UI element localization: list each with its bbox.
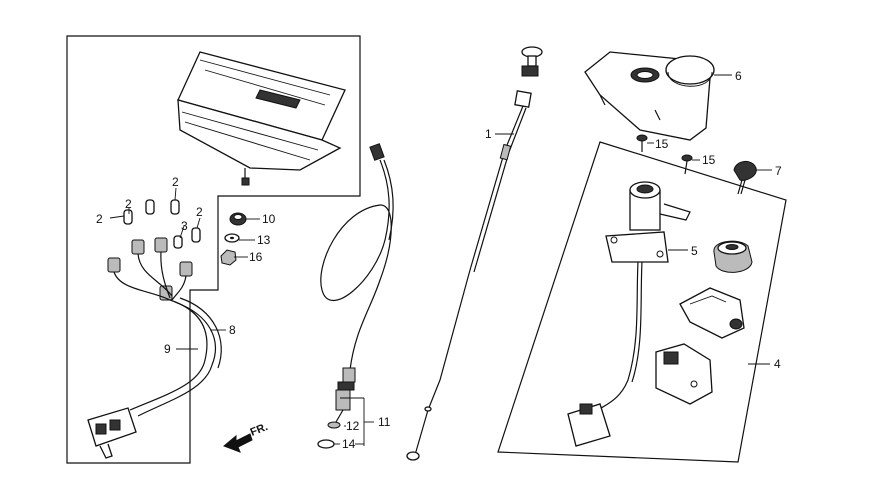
callout-6: 6 — [735, 69, 742, 83]
callout-8: 8 — [229, 323, 236, 337]
leader-lines — [109, 74, 772, 446]
callout-2: 2 — [125, 197, 132, 211]
callout-2: 2 — [96, 212, 103, 226]
callout-1: 1 — [485, 127, 492, 141]
lock-rotor — [713, 240, 753, 273]
instrument-group-outline — [66, 35, 361, 464]
callout-15: 15 — [655, 137, 669, 151]
callout-3: 3 — [181, 219, 188, 233]
lock-body — [655, 343, 713, 405]
callout-11: 11 — [378, 415, 391, 429]
ignition-switch — [567, 181, 691, 447]
washer-icon — [224, 233, 240, 243]
lock-bracket — [679, 287, 745, 339]
front-direction-label: FR. — [249, 421, 270, 439]
grommet-icon — [229, 212, 247, 226]
switch-cover — [584, 51, 715, 141]
callout-5: 5 — [691, 244, 698, 258]
bulb-icon — [123, 199, 201, 249]
callout-2: 2 — [196, 205, 203, 219]
speedometer-housing — [177, 51, 346, 186]
key-icon — [733, 161, 757, 195]
callout-4: 4 — [774, 357, 781, 371]
speedometer-cable — [317, 143, 394, 449]
callout-10: 10 — [262, 212, 276, 226]
nut-icon — [220, 249, 237, 266]
callout-15: 15 — [702, 153, 716, 167]
wire-harness — [87, 251, 222, 459]
callout-2: 2 — [172, 175, 179, 189]
front-arrow-icon: FR. — [223, 421, 270, 453]
control-cable — [406, 46, 543, 461]
callout-9: 9 — [164, 342, 171, 356]
callout-7: 7 — [775, 164, 782, 178]
callout-14: 14 — [342, 437, 356, 451]
callout-13: 13 — [257, 233, 271, 247]
screw-icon — [636, 134, 693, 175]
ignition-group-outline — [497, 141, 787, 463]
callout-16: 16 — [249, 250, 263, 264]
callout-12: 12 — [346, 419, 360, 433]
